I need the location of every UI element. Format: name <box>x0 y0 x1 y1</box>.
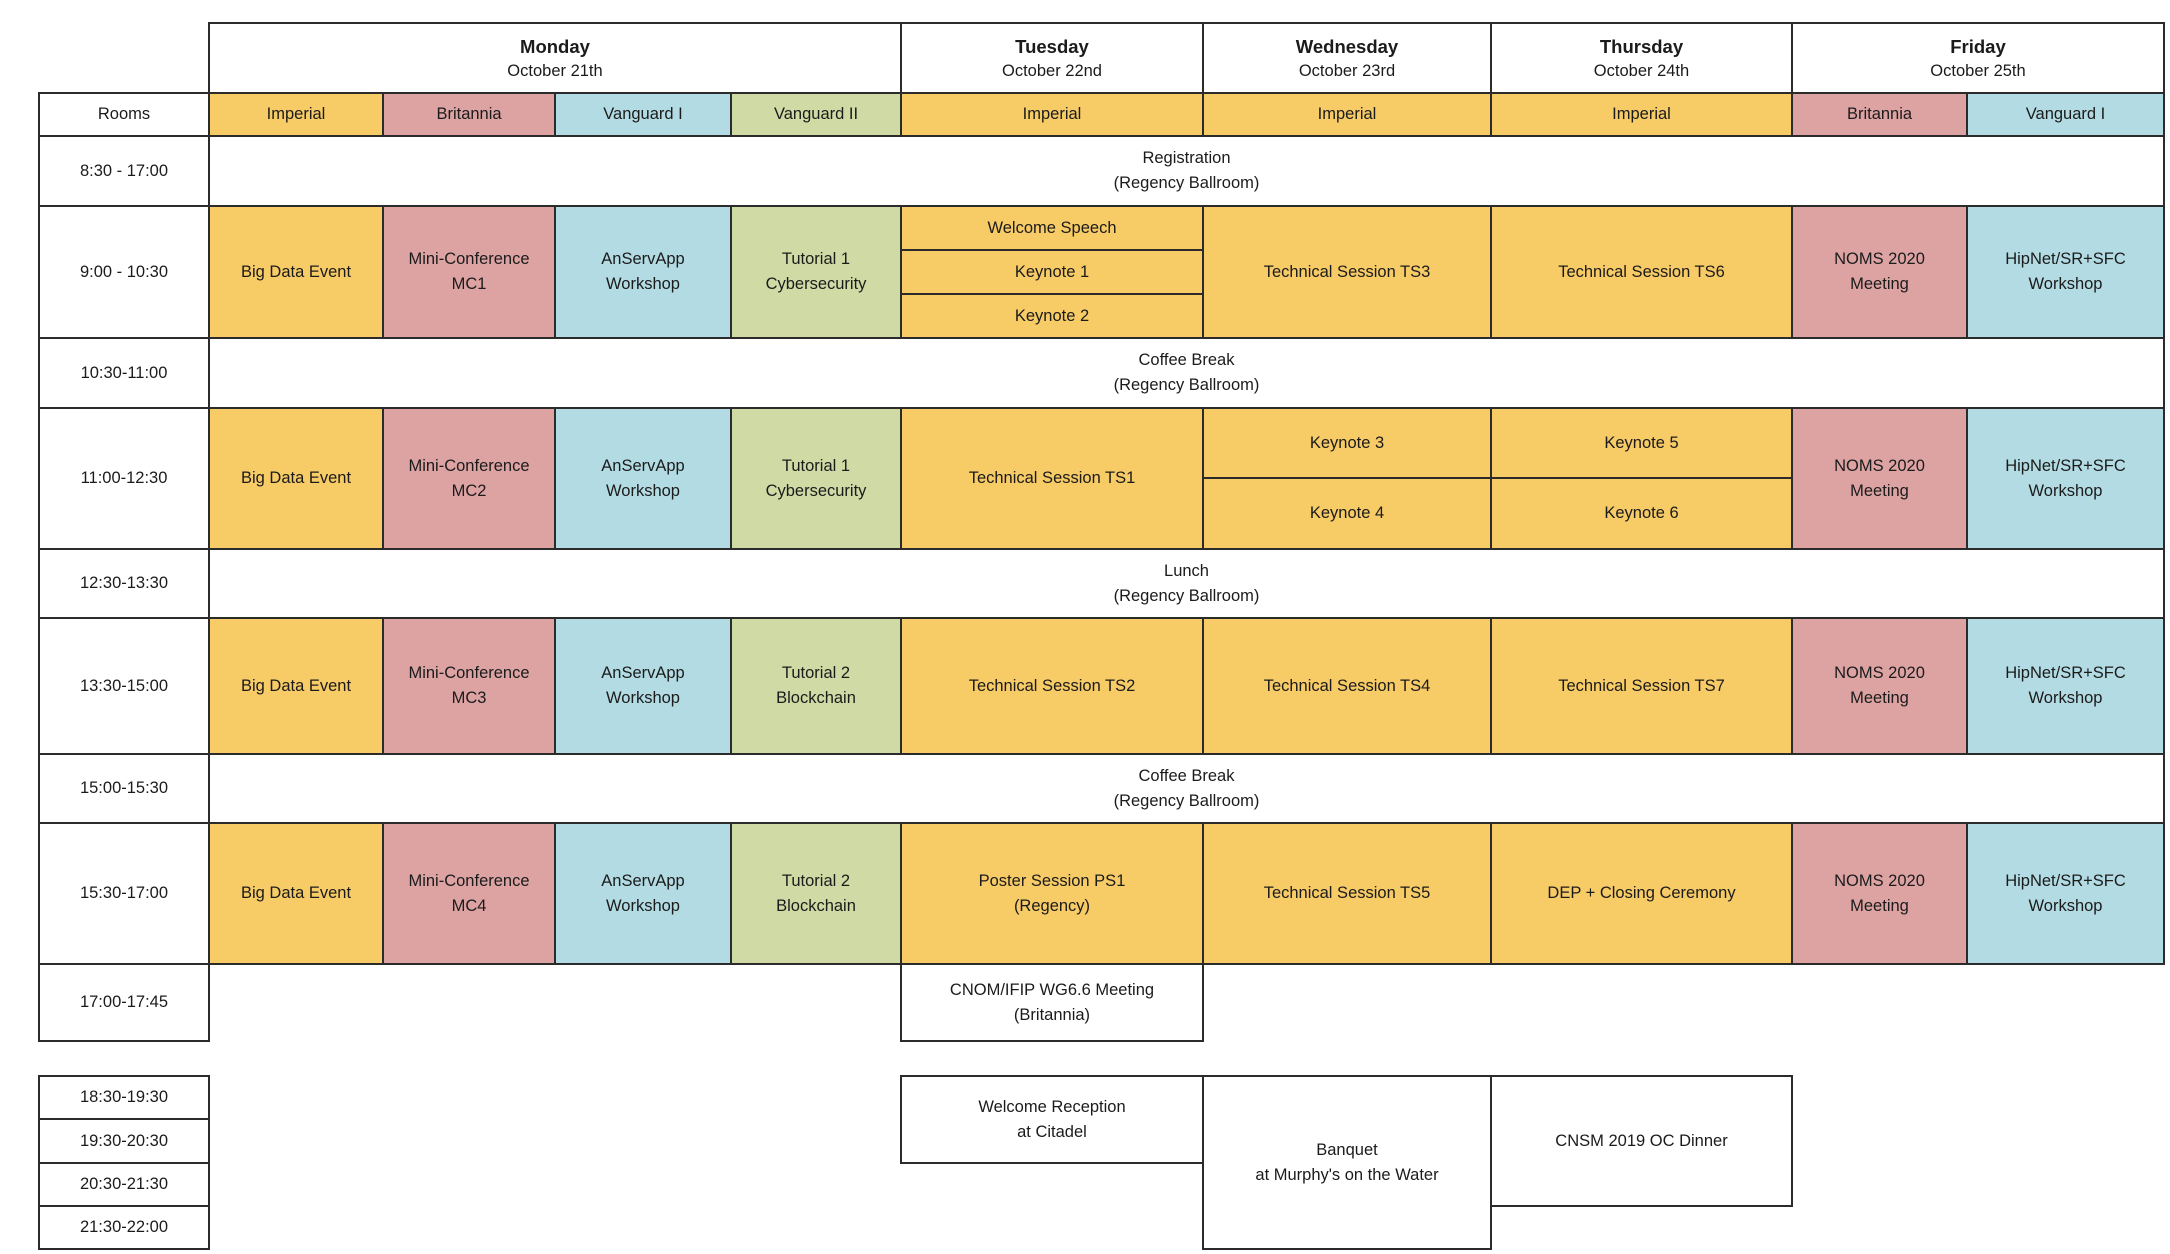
technical-session-ts7: Technical Session TS7 <box>1490 617 1793 755</box>
dep-closing-ceremony: DEP + Closing Ceremony <box>1490 822 1793 965</box>
technical-session-ts1: Technical Session TS1 <box>900 407 1204 550</box>
hipnet-sr-sfc-workshop-1330: HipNet/SR+SFC Workshop <box>1966 617 2165 755</box>
day-friday-label: Friday <box>1950 35 2006 57</box>
day-thursday-date: October 24th <box>1593 62 1690 81</box>
time-1230-1330: 12:30-13:30 <box>38 548 210 619</box>
room-wed-imperial: Imperial <box>1202 92 1492 137</box>
mini-conference-mc1: Mini-Conference MC1 <box>382 205 556 339</box>
time-1030-1100: 10:30-11:00 <box>38 337 210 409</box>
time-1700-1745: 17:00-17:45 <box>38 963 210 1042</box>
mini-conference-mc2: Mini-Conference MC2 <box>382 407 556 550</box>
welcome-speech: Welcome Speech <box>900 205 1204 251</box>
anservapp-workshop-1330: AnServApp Workshop <box>554 617 732 755</box>
time-1330-1500: 13:30-15:00 <box>38 617 210 755</box>
lunch: Lunch (Regency Ballroom) <box>208 548 2165 619</box>
rooms-header: Rooms <box>38 92 210 137</box>
keynote-1: Keynote 1 <box>900 249 1204 295</box>
day-monday-date: October 21th <box>507 62 603 81</box>
day-wednesday-date: October 23rd <box>1298 62 1396 81</box>
time-1500-1530: 15:00-15:30 <box>38 753 210 824</box>
room-thu-imperial: Imperial <box>1490 92 1793 137</box>
time-1830-1930: 18:30-19:30 <box>38 1075 210 1120</box>
big-data-event-0900: Big Data Event <box>208 205 384 339</box>
mini-conference-mc4: Mini-Conference MC4 <box>382 822 556 965</box>
tutorial-1-cybersecurity-0900: Tutorial 1 Cybersecurity <box>730 205 902 339</box>
noms-2020-meeting-0900: NOMS 2020 Meeting <box>1791 205 1968 339</box>
room-mon-vanguard1: Vanguard I <box>554 92 732 137</box>
hipnet-sr-sfc-workshop-1100: HipNet/SR+SFC Workshop <box>1966 407 2165 550</box>
banquet: Banquet at Murphy's on the Water <box>1202 1075 1492 1250</box>
day-thursday-label: Thursday <box>1599 35 1684 57</box>
anservapp-workshop-1100: AnServApp Workshop <box>554 407 732 550</box>
keynote-5: Keynote 5 <box>1490 407 1793 479</box>
day-monday-label: Monday <box>520 35 590 57</box>
time-0900-1030: 9:00 - 10:30 <box>38 205 210 339</box>
time-1530-1700: 15:30-17:00 <box>38 822 210 965</box>
technical-session-ts3: Technical Session TS3 <box>1202 205 1492 339</box>
technical-session-ts6: Technical Session TS6 <box>1490 205 1793 339</box>
time-1100-1230: 11:00-12:30 <box>38 407 210 550</box>
poster-session-ps1: Poster Session PS1 (Regency) <box>900 822 1204 965</box>
time-2130-2200: 21:30-22:00 <box>38 1205 210 1250</box>
mini-conference-mc3: Mini-Conference MC3 <box>382 617 556 755</box>
room-mon-imperial: Imperial <box>208 92 384 137</box>
noms-2020-meeting-1100: NOMS 2020 Meeting <box>1791 407 1968 550</box>
welcome-reception: Welcome Reception at Citadel <box>900 1075 1204 1164</box>
coffee-break-am: Coffee Break (Regency Ballroom) <box>208 337 2165 409</box>
technical-session-ts5: Technical Session TS5 <box>1202 822 1492 965</box>
room-tue-imperial: Imperial <box>900 92 1204 137</box>
day-wednesday-label: Wednesday <box>1295 35 1399 57</box>
big-data-event-1530: Big Data Event <box>208 822 384 965</box>
keynote-4: Keynote 4 <box>1202 477 1492 550</box>
day-friday-date: October 25th <box>1930 62 2026 81</box>
tutorial-2-blockchain-1330: Tutorial 2 Blockchain <box>730 617 902 755</box>
hipnet-sr-sfc-workshop-1530: HipNet/SR+SFC Workshop <box>1966 822 2165 965</box>
technical-session-ts4: Technical Session TS4 <box>1202 617 1492 755</box>
room-mon-vanguard2: Vanguard II <box>730 92 902 137</box>
keynote-2: Keynote 2 <box>900 293 1204 339</box>
keynote-3: Keynote 3 <box>1202 407 1492 479</box>
time-2030-2130: 20:30-21:30 <box>38 1162 210 1207</box>
room-mon-britannia: Britannia <box>382 92 556 137</box>
hipnet-sr-sfc-workshop-0900: HipNet/SR+SFC Workshop <box>1966 205 2165 339</box>
day-tuesday-date: October 22nd <box>1002 62 1102 81</box>
cnsm-2019-oc-dinner: CNSM 2019 OC Dinner <box>1490 1075 1793 1207</box>
tutorial-2-blockchain-1530: Tutorial 2 Blockchain <box>730 822 902 965</box>
registration: Registration (Regency Ballroom) <box>208 135 2165 207</box>
big-data-event-1100: Big Data Event <box>208 407 384 550</box>
coffee-break-pm: Coffee Break (Regency Ballroom) <box>208 753 2165 824</box>
technical-session-ts2: Technical Session TS2 <box>900 617 1204 755</box>
time-0830-1700: 8:30 - 17:00 <box>38 135 210 207</box>
anservapp-workshop-0900: AnServApp Workshop <box>554 205 732 339</box>
time-1930-2030: 19:30-20:30 <box>38 1118 210 1164</box>
noms-2020-meeting-1530: NOMS 2020 Meeting <box>1791 822 1968 965</box>
big-data-event-1330: Big Data Event <box>208 617 384 755</box>
noms-2020-meeting-1330: NOMS 2020 Meeting <box>1791 617 1968 755</box>
tutorial-1-cybersecurity-1100: Tutorial 1 Cybersecurity <box>730 407 902 550</box>
room-fri-britannia: Britannia <box>1791 92 1968 137</box>
keynote-6: Keynote 6 <box>1490 477 1793 550</box>
cnom-ifip-wg66-meeting: CNOM/IFIP WG6.6 Meeting (Britannia) <box>900 963 1204 1042</box>
day-tuesday-label: Tuesday <box>1015 35 1089 57</box>
anservapp-workshop-1530: AnServApp Workshop <box>554 822 732 965</box>
room-fri-vanguard1: Vanguard I <box>1966 92 2165 137</box>
